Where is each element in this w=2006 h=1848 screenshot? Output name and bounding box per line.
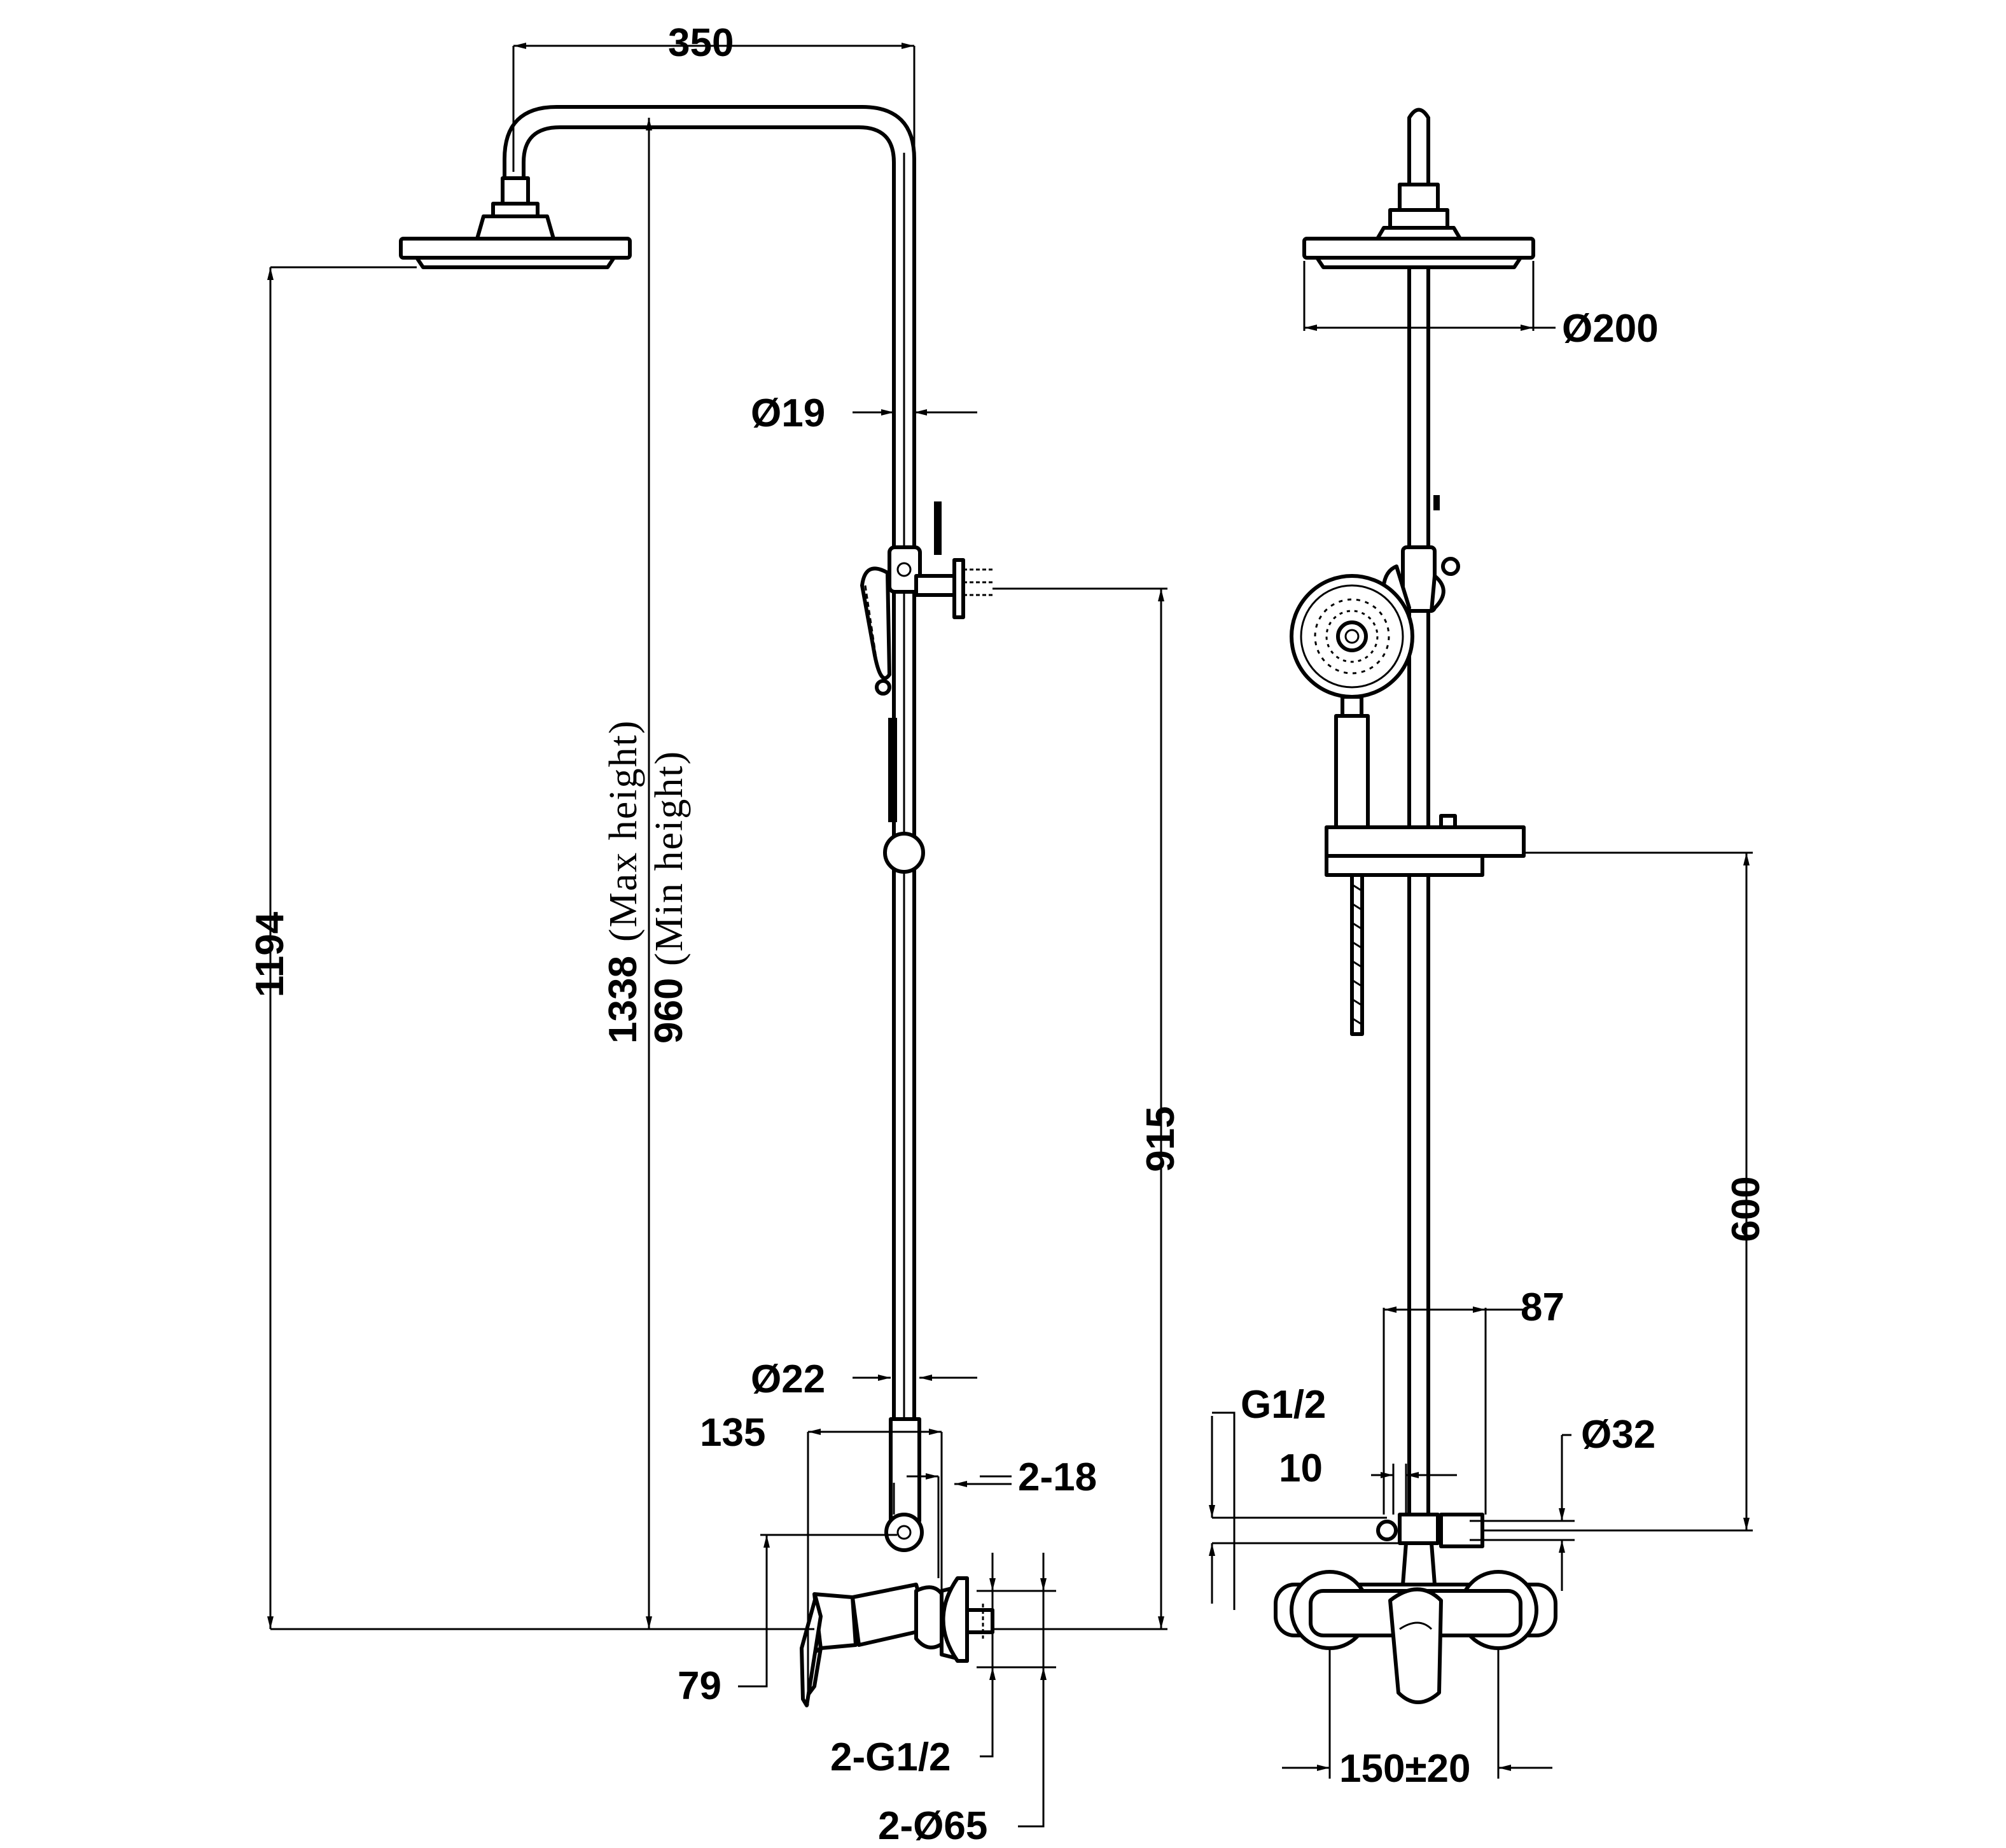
hand-shower-front [1290,574,1526,1036]
label-escutcheon-diameter: 2-Ø65 [878,1804,987,1848]
dimension-labels: 350 1194 1338 (Max height) 960 (Min heig… [248,21,1768,1848]
diverter-front [1376,1513,1484,1586]
label-slider-width: 87 [1521,1285,1564,1329]
label-head-diameter: Ø200 [1562,307,1659,351]
label-bracket-height: 915 [1139,1106,1183,1172]
label-mixer-offset: 79 [678,1664,721,1708]
svg-text:1338: 1338 [601,956,645,1044]
label-arm-length: 350 [668,21,734,65]
svg-text:(Max height): (Max height) [602,720,645,942]
label-inlet-centres: 150±20 [1339,1747,1470,1791]
mixer-valve-side [800,1417,994,1707]
label-fixing-holes: 2-18 [1018,1455,1097,1499]
slider-side [883,718,925,874]
rain-shower-head-front [1302,226,1535,269]
front-view [1274,108,1557,1704]
label-max-height: 1338 (Max height) [601,720,645,1044]
mixer-valve-front [1274,1570,1557,1704]
overhead-arm [503,105,916,1421]
label-slider-travel: 600 [1724,1176,1768,1242]
svg-text:960: 960 [647,978,691,1044]
label-diverter-offset: 10 [1279,1446,1323,1490]
label-mixer-depth: 135 [700,1411,765,1455]
label-overhead-height: 1194 [248,911,292,997]
hand-shower-bracket-side [860,501,993,696]
label-diverter-thread: G1/2 [1241,1383,1326,1427]
overhead-arm-inner [522,125,896,1421]
label-rail-diameter-base: Ø32 [1581,1413,1655,1457]
rain-shower-head-side [399,176,632,269]
label-rail-diameter-top: Ø19 [751,391,825,435]
label-min-height: 960 (Min height) [647,750,691,1044]
label-rail-diameter-bottom: Ø22 [751,1357,825,1401]
label-inlet-thread: 2-G1/2 [830,1735,951,1779]
side-view [399,105,994,1707]
dimension-lines [267,43,1753,1828]
svg-text:(Min height): (Min height) [648,750,691,966]
